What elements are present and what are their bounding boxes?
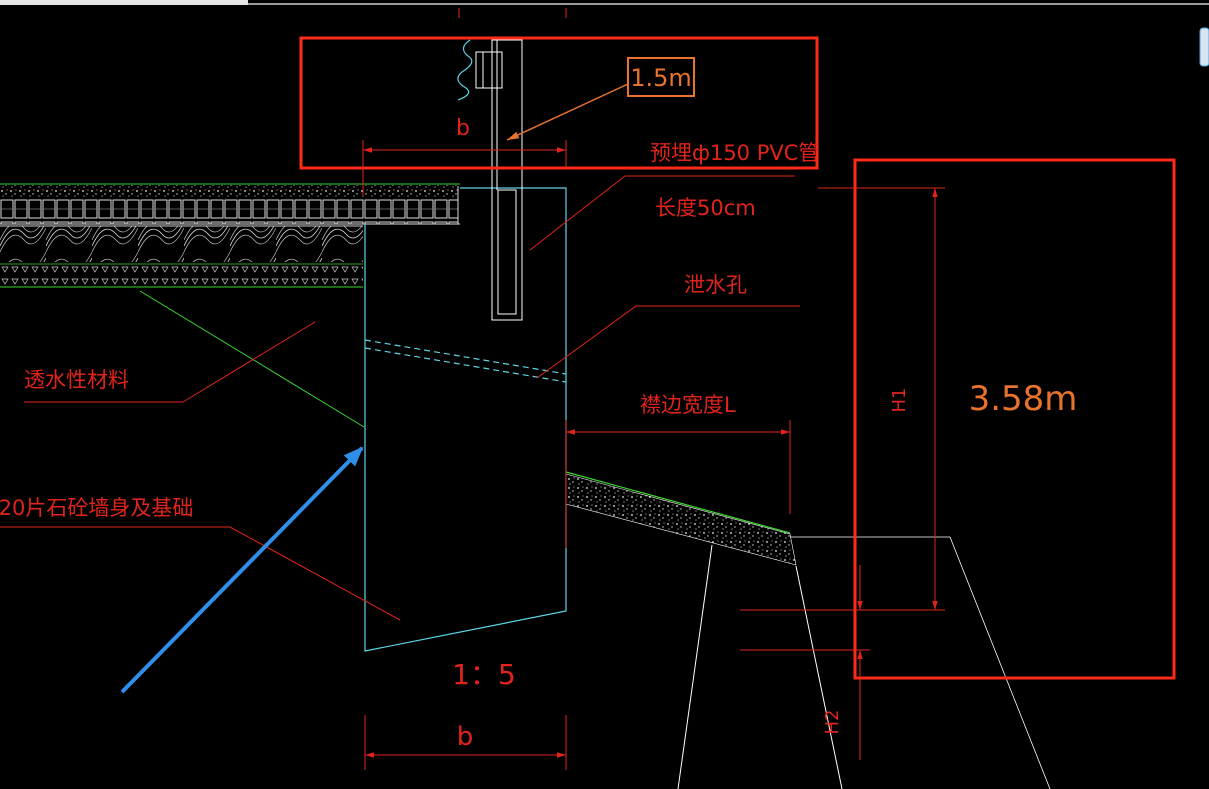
bottom-dimension-b: b xyxy=(457,722,474,752)
pvc-pipe-label: 预埋ф150 PVC管 xyxy=(650,141,819,165)
side-panel-handle[interactable] xyxy=(1199,27,1209,67)
drain-hole-label: 泄水孔 xyxy=(684,273,747,297)
value-callout-box xyxy=(627,57,695,97)
h2-label: H2 xyxy=(822,710,843,735)
window-corner-tab xyxy=(0,0,248,5)
break-line xyxy=(457,39,473,101)
height-highlight-box xyxy=(853,158,1176,680)
top-highlight-box xyxy=(299,36,819,170)
pvc-pipe xyxy=(475,39,523,321)
slope-ratio-label: 1：5 xyxy=(452,658,516,691)
callout-value: 1.5m xyxy=(630,64,692,92)
permeable-material-label: 透水性材料 xyxy=(24,368,129,392)
edge-width-label: 襟边宽度L xyxy=(640,393,736,417)
slope-ground xyxy=(565,471,1051,789)
wall-pointer-arrow xyxy=(120,446,364,694)
value-callout-arrow xyxy=(506,83,629,141)
retaining-wall xyxy=(364,187,567,652)
wall-material-label: C20片石砼墙身及基础 xyxy=(0,496,193,520)
h1-label: H1 xyxy=(889,388,910,413)
top-dimension-b: b xyxy=(456,116,470,141)
dimension-lines xyxy=(0,8,945,770)
permeable-fill-boundary xyxy=(139,290,365,428)
pavement-layers xyxy=(0,183,460,288)
pipe-length-label: 长度50cm xyxy=(655,196,756,220)
height-value: 3.58m xyxy=(969,379,1078,419)
